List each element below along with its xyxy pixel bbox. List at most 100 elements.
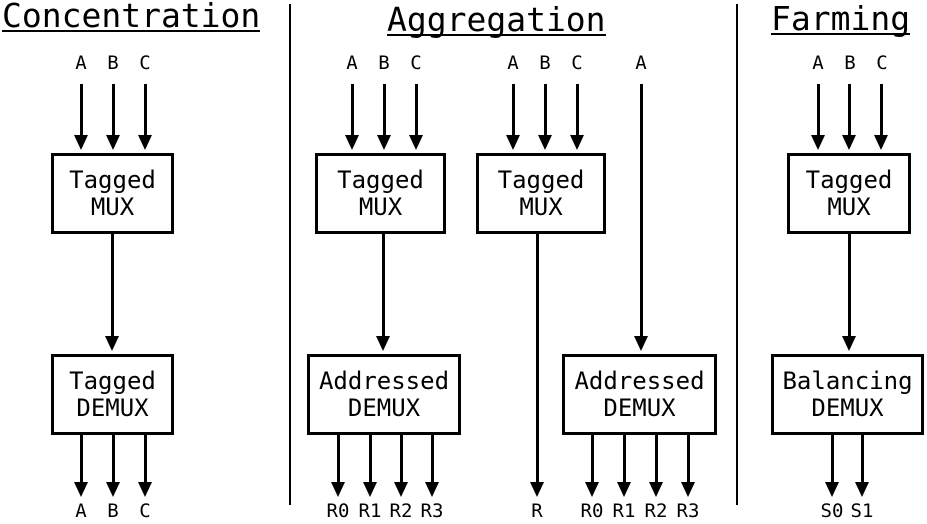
- arrow-head-icon: [376, 336, 390, 351]
- arrow-farm-input-b: [842, 84, 856, 150]
- agg1-output-label-r2: R2: [389, 500, 413, 522]
- agg2-input-label-c: C: [571, 52, 583, 74]
- node-label-line2: DEMUX: [603, 393, 676, 422]
- arrow-head-icon: [570, 135, 584, 150]
- arrow-shaft: [143, 84, 147, 138]
- conc-output-label-c: C: [139, 500, 151, 522]
- arrow-shaft: [622, 435, 626, 485]
- arrow-head-icon: [425, 482, 439, 497]
- arrow-shaft: [430, 435, 434, 485]
- arrow-shaft: [382, 84, 386, 138]
- conc-input-label-a: A: [75, 52, 87, 74]
- node-conc-tagged-mux: Tagged MUX: [51, 153, 174, 234]
- node-label-line2: MUX: [519, 192, 563, 221]
- title-farming: Farming: [771, 0, 911, 38]
- arrow-shaft: [639, 84, 643, 339]
- arrow-agg2-mux-to-r: [530, 234, 544, 497]
- arrow-head-icon: [106, 135, 120, 150]
- arrow-shaft: [143, 435, 147, 485]
- conc-input-label-c: C: [139, 52, 151, 74]
- arrow-farm-output-s1: [855, 435, 869, 497]
- section-divider-left: [289, 4, 291, 505]
- arrow-head-icon: [363, 482, 377, 497]
- agg1-output-label-r0: R0: [326, 500, 350, 522]
- arrow-head-icon: [634, 336, 648, 351]
- node-label-line2: DEMUX: [347, 393, 421, 422]
- arrow-agg1-input-c: [409, 84, 423, 150]
- arrow-shaft: [860, 435, 864, 485]
- arrow-head-icon: [409, 135, 423, 150]
- arrow-shaft: [847, 84, 851, 138]
- agg2-address-input-label: A: [635, 52, 647, 74]
- arrow-agg2-address-to-demux: [634, 84, 648, 351]
- arrow-head-icon: [811, 135, 825, 150]
- arrow-head-icon: [106, 482, 120, 497]
- arrow-shaft: [590, 435, 594, 485]
- farm-output-label-s1: S1: [850, 500, 874, 522]
- node-agg1-addressed-demux: Addressed DEMUX: [307, 354, 461, 435]
- arrow-shaft: [816, 84, 820, 138]
- arrow-shaft: [381, 234, 385, 339]
- agg1-output-label-r3: R3: [420, 500, 444, 522]
- arrow-agg1-input-a: [345, 84, 359, 150]
- node-label-line1: Tagged: [805, 165, 893, 194]
- arrow-conc-output-c: [138, 435, 152, 497]
- arrow-shaft: [414, 84, 418, 138]
- arrow-conc-input-a: [74, 84, 88, 150]
- arrow-shaft: [111, 435, 115, 485]
- arrow-head-icon: [105, 336, 119, 351]
- conc-output-label-b: B: [107, 500, 119, 522]
- arrow-conc-input-b: [106, 84, 120, 150]
- node-label-line2: MUX: [358, 192, 403, 221]
- arrow-head-icon: [377, 135, 391, 150]
- agg2-input-label-b: B: [539, 52, 551, 74]
- arrow-agg2-output-r2: [649, 435, 663, 497]
- arrow-agg1-output-r3: [425, 435, 439, 497]
- node-agg2-addressed-demux: Addressed DEMUX: [562, 354, 717, 435]
- arrow-farm-mux-to-demux: [842, 234, 856, 351]
- node-label-line2: MUX: [827, 192, 871, 221]
- agg2-output-label-r1: R1: [612, 500, 636, 522]
- node-label-line1: Tagged: [497, 165, 585, 194]
- arrow-head-icon: [530, 482, 544, 497]
- arrow-conc-input-c: [138, 84, 152, 150]
- arrow-head-icon: [874, 135, 888, 150]
- node-conc-tagged-demux: Tagged DEMUX: [51, 354, 174, 435]
- node-agg2-tagged-mux: Tagged MUX: [476, 153, 606, 234]
- arrow-shaft: [511, 84, 515, 138]
- arrow-agg2-input-c: [570, 84, 584, 150]
- arrow-shaft: [686, 435, 690, 485]
- arrow-shaft: [575, 84, 579, 138]
- conc-input-label-b: B: [107, 52, 119, 74]
- arrow-conc-mux-to-demux: [105, 234, 119, 351]
- arrow-agg2-output-r0: [585, 435, 599, 497]
- arrow-shaft: [830, 435, 834, 485]
- arrow-agg2-output-r3: [681, 435, 695, 497]
- arrow-farm-input-c: [874, 84, 888, 150]
- node-label-line2: DEMUX: [76, 393, 149, 422]
- arrow-head-icon: [842, 336, 856, 351]
- farm-output-label-s0: S0: [820, 500, 844, 522]
- agg1-input-label-c: C: [410, 52, 422, 74]
- section-divider-right: [736, 4, 738, 505]
- arrow-farm-input-a: [811, 84, 825, 150]
- arrow-conc-output-a: [74, 435, 88, 497]
- arrow-shaft: [336, 435, 340, 485]
- title-concentration: Concentration: [2, 0, 261, 35]
- arrow-agg1-output-r1: [363, 435, 377, 497]
- node-label-line2: DEMUX: [811, 393, 884, 422]
- agg2-input-label-a: A: [507, 52, 519, 74]
- arrow-agg2-input-a: [506, 84, 520, 150]
- arrow-shaft: [535, 234, 539, 485]
- arrow-shaft: [654, 435, 658, 485]
- arrow-head-icon: [617, 482, 631, 497]
- arrow-shaft: [847, 234, 851, 339]
- arrow-head-icon: [138, 135, 152, 150]
- node-label-line1: Balancing: [782, 366, 913, 395]
- arrow-agg2-input-b: [538, 84, 552, 150]
- arrow-shaft: [350, 84, 354, 138]
- arrow-head-icon: [825, 482, 839, 497]
- node-label-line1: Tagged: [337, 165, 424, 194]
- arrow-head-icon: [585, 482, 599, 497]
- arrow-head-icon: [74, 135, 88, 150]
